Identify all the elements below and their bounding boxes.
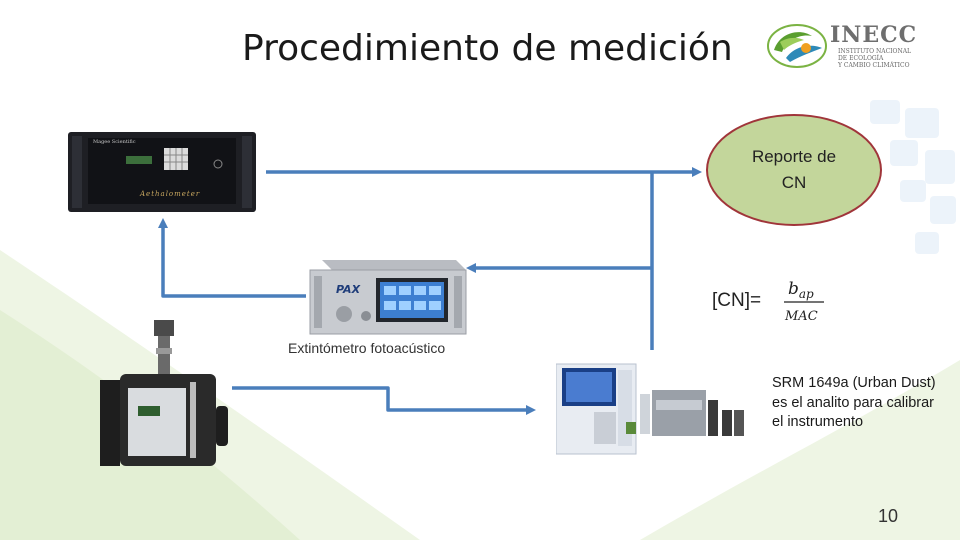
logo-name: INECC	[830, 22, 918, 48]
logo-subtitle: INSTITUTO NACIONAL DE ECOLOGÍA Y CAMBIO …	[838, 48, 912, 69]
report-label: Reporte de CN	[751, 147, 837, 192]
extinctometer-device	[309, 260, 467, 335]
page-number: 10	[878, 506, 899, 526]
report-node: Reporte de CN	[706, 114, 882, 226]
analyzer-device	[556, 363, 744, 455]
cn-formula: [CN]= bap MAC	[712, 279, 824, 324]
svg-text:bap: bap	[788, 279, 814, 301]
arrow-sampler-to-analyzer	[232, 386, 536, 415]
aethalometer-device	[68, 132, 256, 212]
inecc-logo-icon	[767, 24, 827, 68]
formula-denominator: MAC	[784, 309, 818, 324]
aethalometer-label: Aethalometer	[140, 190, 201, 198]
formula-numerator-subscript: ap	[799, 287, 814, 301]
extinctometer-caption: Extintómetro fotoacústico	[288, 340, 446, 356]
slide-title: Procedimiento de medición	[242, 28, 733, 69]
extinctometer-panel-label: PAX	[336, 283, 361, 296]
sampler-device	[100, 320, 228, 466]
arrow-extinctometer-to-aethalometer	[158, 218, 306, 298]
formula-lhs: [CN]=	[712, 290, 761, 311]
aethalometer-brand: Magee Scientific	[93, 139, 136, 145]
formula-numerator: b	[788, 279, 799, 299]
srm-note: SRM 1649a (Urban Dust) es el analito par…	[772, 375, 936, 430]
